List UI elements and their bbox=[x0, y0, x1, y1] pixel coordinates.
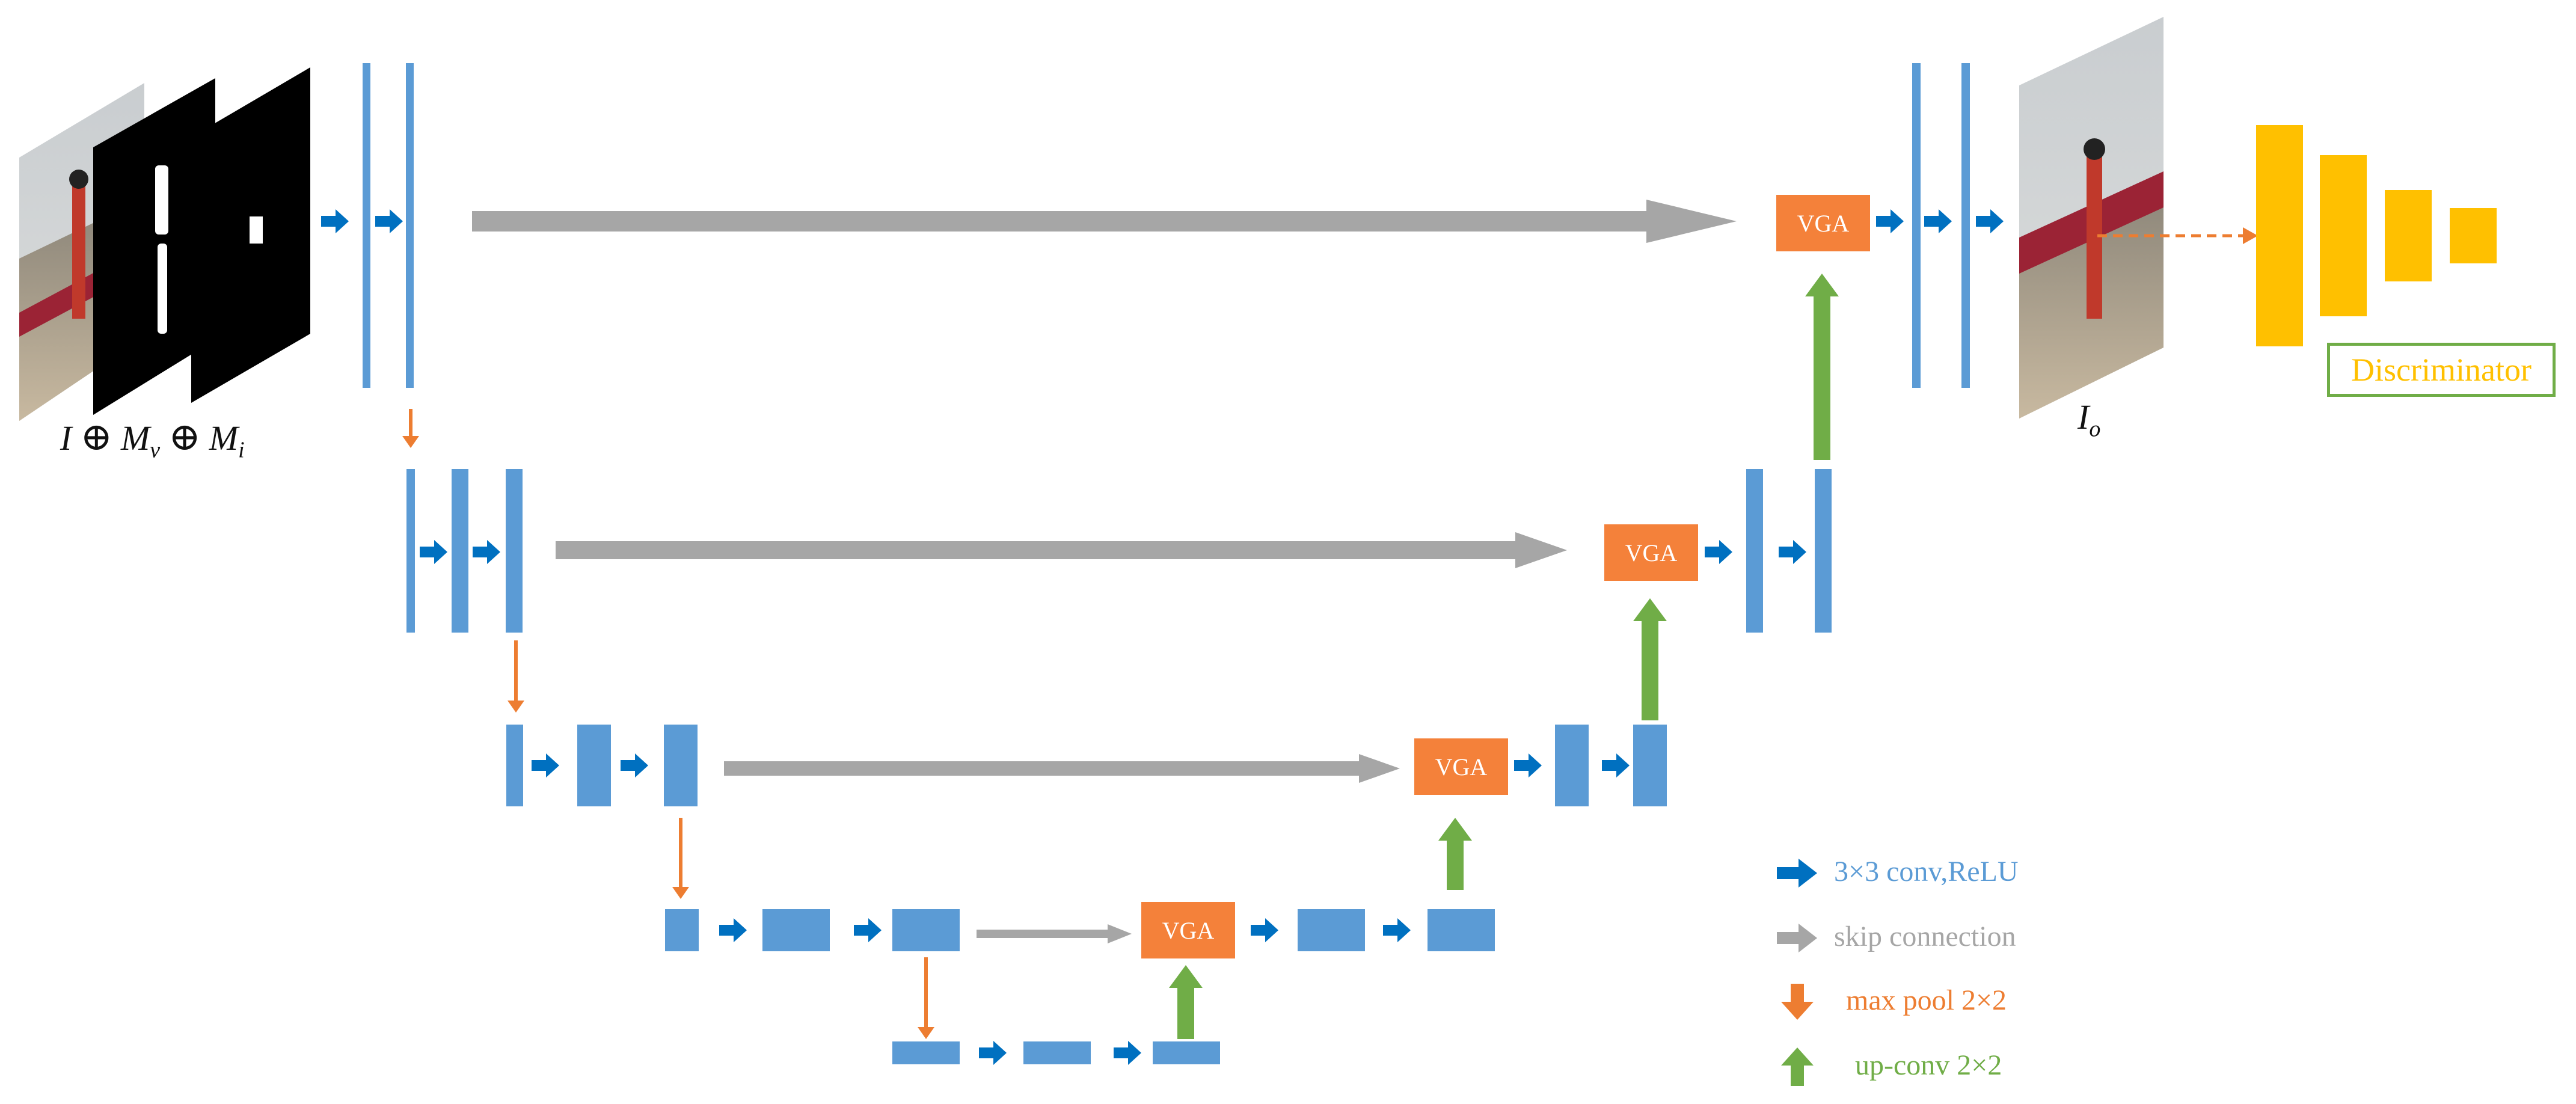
feature-map-15 bbox=[1298, 909, 1365, 951]
conv-arrow-icon bbox=[532, 753, 559, 777]
conv-arrow-icon bbox=[473, 540, 500, 564]
green-up-arrow-icon bbox=[1781, 1047, 1814, 1086]
conv-arrow-icon bbox=[1705, 540, 1732, 564]
vga-block-1: VGA bbox=[1141, 902, 1235, 958]
orange-down-arrow-icon bbox=[1781, 984, 1814, 1020]
vga-label: VGA bbox=[1625, 539, 1678, 566]
conv-arrow-icon bbox=[375, 209, 403, 233]
vga-block-4: VGA bbox=[1776, 195, 1870, 251]
concat-operator-1: ⊕ bbox=[80, 416, 112, 458]
discriminator-layer-4 bbox=[2450, 208, 2497, 263]
output-photo bbox=[2019, 17, 2164, 419]
feature-map-14 bbox=[1153, 1041, 1220, 1064]
output-image-symbol: I bbox=[2078, 397, 2090, 437]
legend-conv-label: 3×3 conv,ReLU bbox=[1834, 856, 2019, 888]
max-pool-arrow bbox=[672, 818, 689, 899]
feature-map-1 bbox=[363, 63, 370, 388]
discriminator bbox=[2097, 125, 2497, 346]
gray-right-arrow-icon bbox=[1777, 924, 1817, 952]
conv-arrow-icon bbox=[1976, 209, 2004, 233]
output-label: Io bbox=[2078, 397, 2100, 443]
feature-map-8 bbox=[664, 725, 698, 806]
skip-connection-arrow bbox=[472, 200, 1737, 243]
feature-map-16 bbox=[1428, 909, 1495, 951]
feature-map-12 bbox=[892, 1041, 960, 1064]
skip-connection-arrow bbox=[556, 532, 1567, 568]
discriminator-layer-2 bbox=[2320, 155, 2367, 316]
max-pool-arrow bbox=[918, 957, 934, 1039]
feature-map-13 bbox=[1023, 1041, 1091, 1064]
feature-maps bbox=[363, 63, 1970, 1064]
max-pool-arrow bbox=[402, 409, 419, 448]
conv-arrow-icon bbox=[621, 753, 648, 777]
feature-map-7 bbox=[577, 725, 611, 806]
vga-label: VGA bbox=[1162, 917, 1215, 944]
up-conv-arrow bbox=[1633, 598, 1667, 720]
up-conv-arrow bbox=[1805, 274, 1839, 460]
visible-mask bbox=[93, 78, 215, 415]
visible-mask-symbol: M bbox=[120, 419, 150, 458]
feature-map-9 bbox=[665, 909, 699, 951]
vga-blocks: VGA VGA VGA VGA bbox=[1141, 195, 1870, 958]
output-image-subscript: o bbox=[2089, 416, 2101, 442]
conv-arrow-icon bbox=[1383, 918, 1411, 942]
conv-arrow-icon bbox=[1876, 209, 1904, 233]
feature-map-2 bbox=[406, 63, 414, 388]
feature-map-18 bbox=[1633, 725, 1667, 806]
feature-map-17 bbox=[1555, 725, 1589, 806]
input-stack bbox=[19, 67, 310, 421]
vga-block-2: VGA bbox=[1414, 738, 1508, 795]
feature-map-19 bbox=[1746, 469, 1763, 633]
max-pool-arrow bbox=[508, 640, 524, 713]
invisible-mask-subscript: i bbox=[238, 437, 245, 463]
blue-right-arrow-icon bbox=[1777, 859, 1817, 888]
vga-label: VGA bbox=[1797, 210, 1850, 237]
vga-label: VGA bbox=[1435, 753, 1488, 780]
feature-map-6 bbox=[506, 725, 523, 806]
concat-operator-2: ⊕ bbox=[168, 416, 201, 458]
feature-map-3 bbox=[406, 469, 415, 633]
feature-map-20 bbox=[1815, 469, 1832, 633]
invisible-mask-symbol: M bbox=[209, 419, 239, 458]
input-label: I⊕Mv⊕Mi bbox=[60, 415, 245, 464]
feature-map-22 bbox=[1961, 63, 1970, 388]
up-conv-arrow bbox=[1169, 965, 1203, 1039]
discriminator-layer-1 bbox=[2256, 125, 2303, 346]
up-conv-arrow bbox=[1438, 818, 1472, 890]
conv-arrow-icon bbox=[1602, 753, 1630, 777]
feature-map-5 bbox=[506, 469, 523, 633]
discriminator-layer-3 bbox=[2385, 190, 2432, 281]
conv-arrow-icon bbox=[979, 1041, 1007, 1065]
conv-arrow-icon bbox=[1114, 1041, 1141, 1065]
feature-map-21 bbox=[1912, 63, 1921, 388]
visible-mask-subscript: v bbox=[150, 437, 161, 463]
conv-arrow-icon bbox=[1779, 540, 1806, 564]
skip-connection-arrow bbox=[977, 924, 1132, 943]
conv-arrow-icon bbox=[1514, 753, 1542, 777]
conv-arrow-icon bbox=[321, 209, 349, 233]
arrows bbox=[321, 200, 2004, 1065]
invisible-mask bbox=[191, 67, 310, 403]
input-image-symbol: I bbox=[60, 419, 72, 458]
vga-block-3: VGA bbox=[1604, 524, 1698, 581]
legend-pool-label: max pool 2×2 bbox=[1846, 984, 2007, 1016]
legend-skip-label: skip connection bbox=[1834, 921, 2016, 952]
conv-arrow-icon bbox=[420, 540, 447, 564]
conv-arrow-icon bbox=[719, 918, 747, 942]
feature-map-4 bbox=[452, 469, 468, 633]
conv-arrow-icon bbox=[1251, 918, 1278, 942]
feature-map-10 bbox=[762, 909, 830, 951]
conv-arrow-icon bbox=[854, 918, 882, 942]
skip-connection-arrow bbox=[724, 754, 1400, 783]
legend-icons bbox=[1777, 859, 1817, 1086]
feature-map-11 bbox=[892, 909, 960, 951]
discriminator-label: Discriminator bbox=[2327, 343, 2556, 397]
legend-upconv-label: up-conv 2×2 bbox=[1855, 1049, 2002, 1081]
conv-arrow-icon bbox=[1924, 209, 1952, 233]
